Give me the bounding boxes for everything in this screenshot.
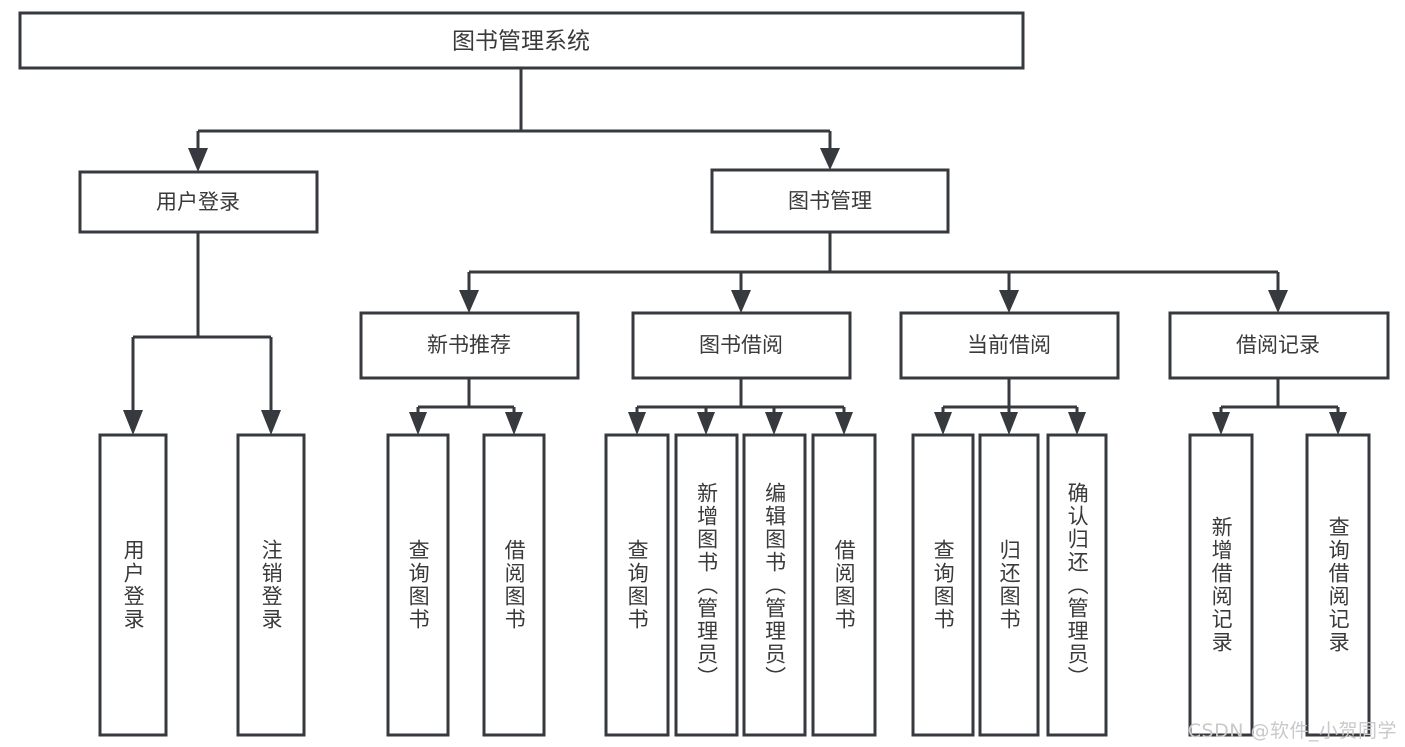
arrowhead-leaf-query-record <box>1329 412 1347 435</box>
leaf-box-query-book-1[interactable] <box>386 433 450 737</box>
leaf-box-edit-book[interactable] <box>742 433 807 737</box>
arrowhead-group <box>123 148 1347 435</box>
csdn-watermark: CSDN @软件_小贺同学 <box>1187 720 1397 742</box>
node-user-login-box[interactable] <box>78 170 319 234</box>
leaf-box-borrow-book-2[interactable] <box>811 433 877 737</box>
arrowhead-leaf-borrow-book-1 <box>505 412 523 435</box>
arrowhead-leaf-borrow-book-2 <box>835 412 853 435</box>
leaf-box-add-record[interactable] <box>1188 433 1254 737</box>
node-user-login-label: 用户登录 <box>156 190 240 214</box>
node-new-book-recommend-box[interactable] <box>359 311 580 380</box>
arrowhead-leaf-logout-login <box>261 410 281 435</box>
leaf-box-logout-login[interactable] <box>236 433 306 737</box>
leaf-box-query-book-3[interactable] <box>911 433 975 737</box>
arrowhead-user-login <box>188 148 208 172</box>
node-borrow-record-label: 借阅记录 <box>1236 333 1320 357</box>
node-book-manage-label: 图书管理 <box>788 189 872 213</box>
leaf-box-user-login[interactable] <box>98 433 168 737</box>
node-group: 图书管理系统 用户登录 图书管理 新书推荐 图书借阅 当前借阅 借阅记录 <box>18 11 1390 737</box>
node-book-borrow-box[interactable] <box>631 311 852 380</box>
node-book-manage-box[interactable] <box>710 168 950 234</box>
leaf-box-add-book[interactable] <box>674 433 739 737</box>
node-title-label: 图书管理系统 <box>452 29 590 55</box>
arrowhead-book-manage <box>820 148 840 170</box>
arrowhead-new-book-recommend <box>459 290 479 313</box>
arrowhead-leaf-user-login <box>123 410 143 435</box>
leaf-box-query-record[interactable] <box>1305 433 1371 737</box>
arrowhead-leaf-edit-book <box>765 412 783 435</box>
arrowhead-borrow-record <box>1268 290 1288 313</box>
arrowhead-leaf-confirm-return <box>1068 412 1086 435</box>
arrowhead-book-borrow <box>731 290 751 313</box>
leaf-box-return-book[interactable] <box>978 433 1040 737</box>
arrowhead-current-borrow <box>999 290 1019 313</box>
arrowhead-leaf-query-book-1 <box>409 412 427 435</box>
arrowhead-leaf-return-book <box>1000 412 1018 435</box>
arrowhead-leaf-query-book-2 <box>628 412 646 435</box>
arrowhead-leaf-add-book <box>697 412 715 435</box>
leaf-box-borrow-book-1[interactable] <box>482 433 546 737</box>
node-borrow-record-box[interactable] <box>1168 311 1390 380</box>
node-current-borrow-box[interactable] <box>899 311 1120 380</box>
node-new-book-recommend-label: 新书推荐 <box>427 333 511 357</box>
arrowhead-leaf-add-record <box>1212 412 1230 435</box>
leaf-box-confirm-return[interactable] <box>1046 433 1108 737</box>
arrowhead-leaf-query-book-3 <box>934 412 952 435</box>
node-book-borrow-label: 图书借阅 <box>699 333 783 357</box>
leaf-box-query-book-2[interactable] <box>604 433 670 737</box>
node-title-box[interactable] <box>18 11 1025 70</box>
node-current-borrow-label: 当前借阅 <box>967 333 1051 357</box>
